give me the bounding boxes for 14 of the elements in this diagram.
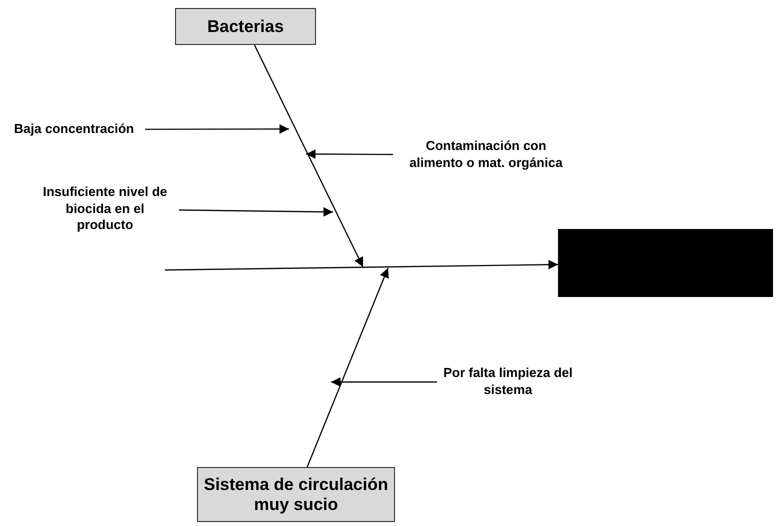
cause-label: Contaminación con alimento o mat. orgánica: [398, 138, 574, 172]
cause-label: Baja concentración: [8, 121, 140, 138]
cause-category-box: Bacterias: [175, 8, 316, 45]
arrow: [331, 377, 437, 387]
arrow: [254, 44, 364, 268]
arrow: [145, 124, 289, 134]
cause-label: Por falta limpieza del sistema: [442, 362, 574, 402]
spine-arrow: [165, 260, 558, 271]
cause-label: Insuficiente nivel de biocida en el producto: [36, 182, 174, 236]
arrow: [306, 268, 389, 468]
arrow: [179, 207, 333, 217]
arrow: [306, 149, 393, 159]
cause-category-box: Sistema de circulación muy sucio: [197, 467, 395, 522]
effect-box: [558, 229, 773, 297]
